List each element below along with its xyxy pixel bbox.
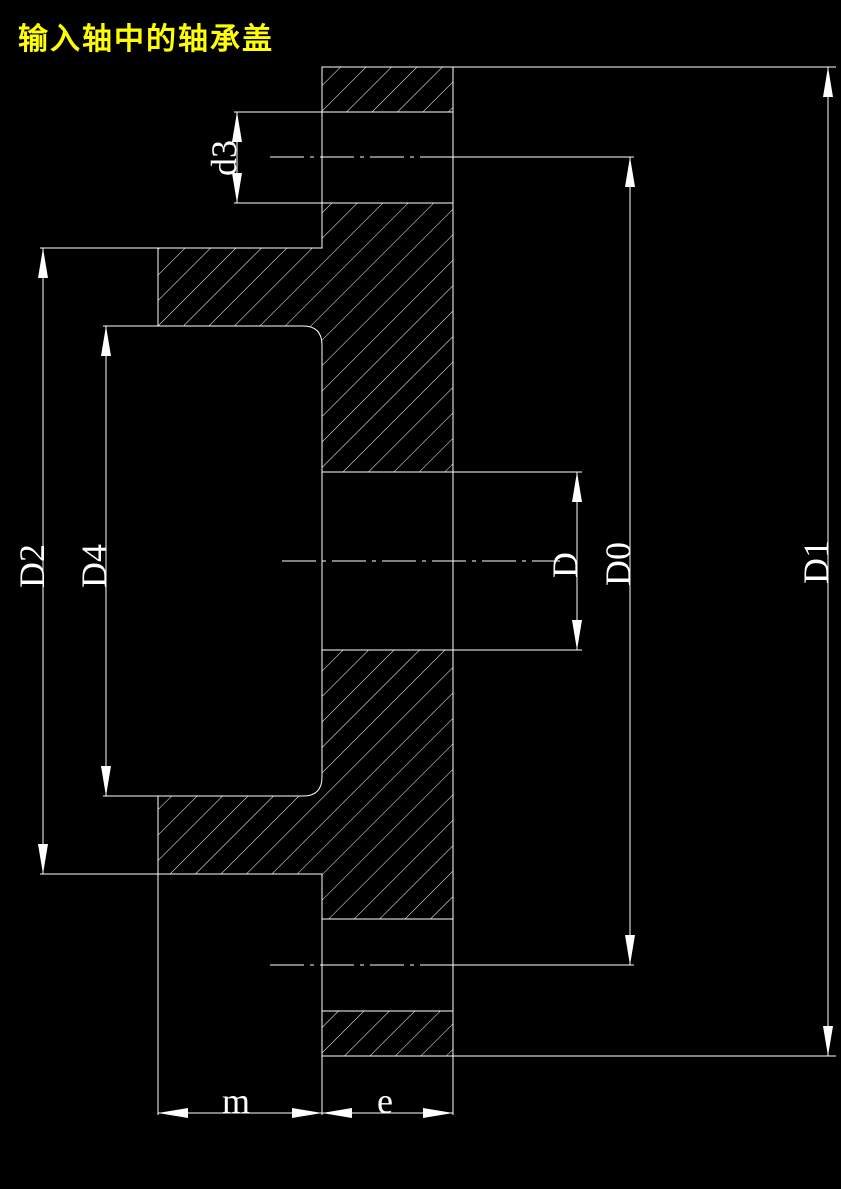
dim-label-d3: d3 bbox=[204, 140, 244, 176]
flange-top-segment bbox=[321, 66, 454, 113]
upper-body-section bbox=[157, 202, 454, 473]
section-hatching bbox=[157, 66, 454, 1057]
dim-label-D: D bbox=[545, 552, 585, 578]
dim-label-m: m bbox=[222, 1081, 250, 1121]
dimension-arrows bbox=[38, 67, 833, 1118]
drawing-title: 输入轴中的轴承盖 bbox=[18, 22, 274, 57]
dim-label-D0: D0 bbox=[598, 542, 638, 586]
center-lines bbox=[270, 156, 560, 966]
part-outline bbox=[157, 67, 454, 1115]
dim-label-D2: D2 bbox=[12, 544, 52, 588]
dim-label-D1: D1 bbox=[796, 540, 836, 584]
dim-label-e: e bbox=[377, 1081, 393, 1121]
lower-body-section bbox=[157, 649, 454, 920]
extension-lines bbox=[40, 66, 836, 1057]
dim-label-D4: D4 bbox=[74, 544, 114, 588]
flange-bottom-segment bbox=[321, 1010, 454, 1057]
